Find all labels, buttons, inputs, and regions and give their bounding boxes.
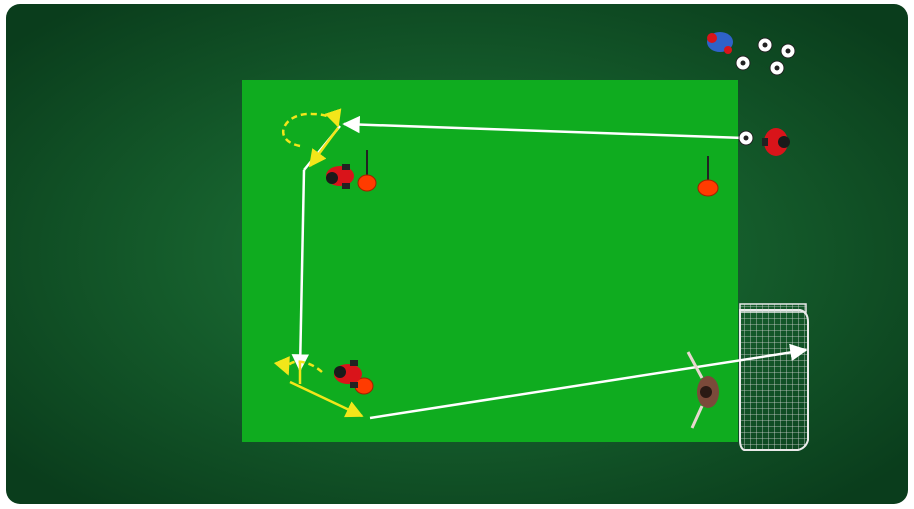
soccer-ball-icon [770,61,784,75]
soccer-ball-icon [739,131,753,145]
soccer-ball-icon [758,38,772,52]
goal-net-icon [740,304,808,450]
soccer-ball-icon [736,56,750,70]
soccer-ball-icon [781,44,795,58]
